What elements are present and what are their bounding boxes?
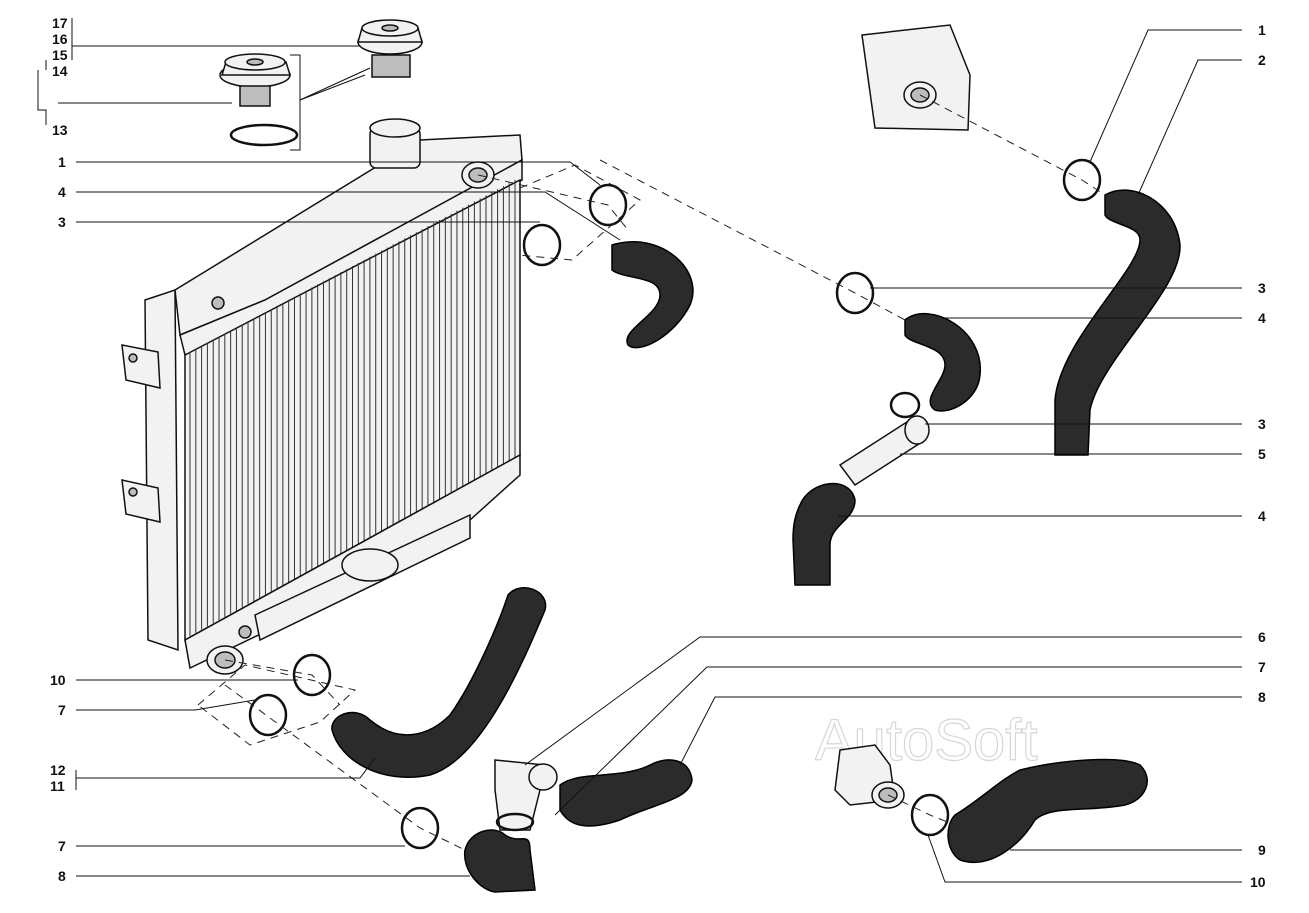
heater-box bbox=[861, 24, 971, 131]
callout-1-left: 1 bbox=[58, 154, 66, 170]
callout-3-right-a: 3 bbox=[1258, 280, 1266, 296]
callout-7-right: 7 bbox=[1258, 659, 1266, 675]
hose-4-lower bbox=[792, 483, 856, 586]
assembly-lines bbox=[197, 94, 1106, 851]
callout-8-left: 8 bbox=[58, 868, 66, 884]
callout-16: 16 bbox=[52, 31, 68, 47]
pipe-5 bbox=[838, 415, 930, 487]
clamps bbox=[248, 158, 1102, 850]
callout-4-left: 4 bbox=[58, 184, 66, 200]
callout-4-right-a: 4 bbox=[1258, 310, 1266, 326]
callout-10-right: 10 bbox=[1250, 874, 1266, 890]
callout-5-right: 5 bbox=[1258, 446, 1266, 462]
callout-6-right: 6 bbox=[1258, 629, 1266, 645]
callout-2-right: 2 bbox=[1258, 52, 1266, 68]
callout-9-right: 9 bbox=[1258, 842, 1266, 858]
callout-4-right-b: 4 bbox=[1258, 508, 1266, 524]
callout-12: 12 bbox=[50, 762, 66, 778]
hose-8-right bbox=[559, 759, 693, 827]
callout-labels: 17 16 15 14 13 1 4 3 10 7 12 11 7 8 1 2 … bbox=[50, 15, 1266, 890]
radiator-core-fins bbox=[189, 180, 516, 636]
tee-6 bbox=[494, 759, 558, 831]
callout-7-left-b: 7 bbox=[58, 838, 66, 854]
hose-2 bbox=[1054, 189, 1181, 456]
radiator bbox=[121, 118, 523, 675]
hose-4-mid bbox=[904, 313, 981, 412]
callout-8-right: 8 bbox=[1258, 689, 1266, 705]
callout-17: 17 bbox=[52, 15, 68, 31]
callout-11: 11 bbox=[50, 778, 65, 794]
radiator-cap-assembly bbox=[219, 19, 423, 147]
callout-3-right-b: 3 bbox=[1258, 416, 1266, 432]
hose-8-bottom bbox=[464, 829, 536, 893]
callout-10-left: 10 bbox=[50, 672, 66, 688]
hose-4-upper bbox=[611, 241, 694, 349]
callout-7-left-a: 7 bbox=[58, 702, 66, 718]
callout-15: 15 bbox=[52, 47, 68, 63]
callout-3-left: 3 bbox=[58, 214, 66, 230]
hose-12-11 bbox=[331, 587, 547, 778]
callout-13: 13 bbox=[52, 122, 68, 138]
callout-14: 14 bbox=[52, 63, 68, 79]
hose-9 bbox=[947, 758, 1148, 863]
callout-1-right: 1 bbox=[1258, 22, 1266, 38]
leader-lines bbox=[37, 18, 1242, 883]
